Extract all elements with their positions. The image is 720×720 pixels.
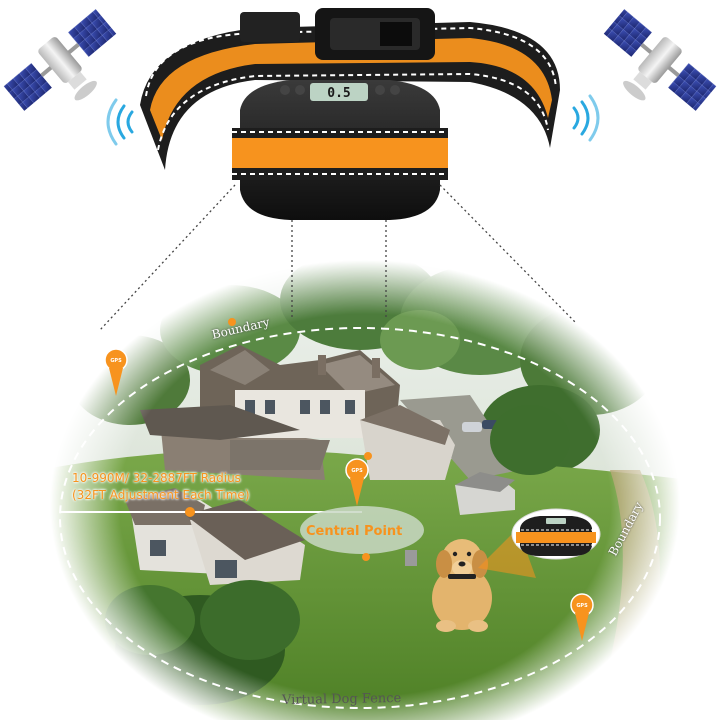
aerial-yard-photo <box>40 250 690 720</box>
satellite-icon <box>603 9 717 111</box>
gps-tag: GPS <box>351 468 363 474</box>
collar-display <box>310 83 368 101</box>
satellite-icon <box>3 9 117 111</box>
dirt-path <box>600 470 660 705</box>
virtual-fence-label: Virtual Dog Fence <box>281 690 402 709</box>
collar-display-text: 0.5 <box>327 86 350 101</box>
gps-pin-icon: GPS <box>345 458 369 506</box>
collar-strap <box>140 8 560 170</box>
collar-inset <box>478 508 601 578</box>
dog-icon <box>432 539 492 632</box>
boundary-circle <box>59 327 661 709</box>
virtual-fence-overlay <box>59 318 661 709</box>
driveway <box>400 395 520 480</box>
signal-wave-icon <box>106 98 134 146</box>
gps-pin-icon: GPS <box>570 593 594 641</box>
central-point-bubble <box>300 506 424 554</box>
gps-tag: GPS <box>576 603 588 609</box>
projection-lines <box>99 184 576 331</box>
house <box>125 345 455 585</box>
shed <box>455 472 515 515</box>
gps-collar-icon: 0.5 <box>232 80 448 220</box>
gps-pin-icon: GPS <box>104 348 128 396</box>
gps-tag: GPS <box>110 358 122 364</box>
radius-adjustment-label: (32FT Adjustment Each Time) <box>72 488 250 502</box>
signal-wave-icon <box>572 94 600 142</box>
radius-label: 10-990M/ 32-2887FT Radius <box>72 471 241 485</box>
central-point-label: Central Point <box>306 524 403 539</box>
